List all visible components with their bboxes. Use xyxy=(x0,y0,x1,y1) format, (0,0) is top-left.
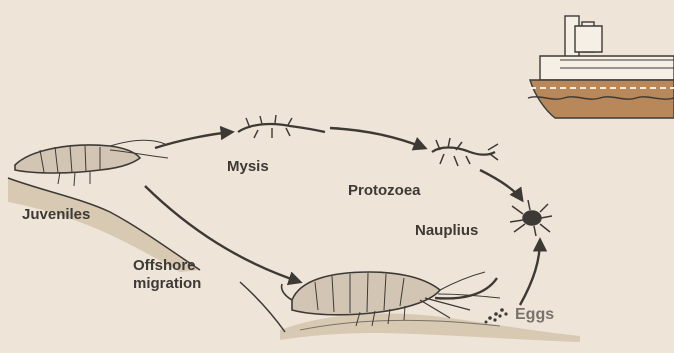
eggs-icon xyxy=(485,308,508,323)
shrimp-juvenile-icon xyxy=(15,140,168,186)
ship-icon xyxy=(528,16,674,118)
label-nauplius: Nauplius xyxy=(415,222,478,239)
nauplius-larva-icon xyxy=(510,200,552,236)
label-offshore: Offshore xyxy=(133,257,196,274)
label-mysis: Mysis xyxy=(227,158,269,175)
protozoea-larva-icon xyxy=(432,138,498,166)
label-eggs: Eggs xyxy=(515,306,554,323)
mysis-larva-icon xyxy=(238,115,325,138)
label-migration: migration xyxy=(133,275,201,292)
label-protozoea: Protozoea xyxy=(348,182,421,199)
label-juveniles: Juveniles xyxy=(22,206,90,223)
